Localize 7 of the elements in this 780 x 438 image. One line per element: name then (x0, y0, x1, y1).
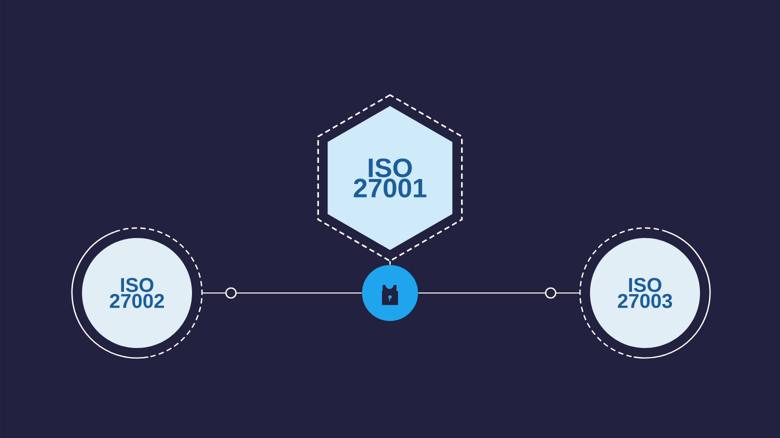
hexagon-badge: ISO 27001 (317, 94, 463, 262)
circle-badge: ISO 27003 (579, 227, 711, 359)
lock-circle (362, 265, 418, 321)
connector-line (389, 261, 391, 265)
connector-line (418, 287, 580, 299)
connector-line (202, 287, 362, 299)
circle-badge: ISO 27002 (71, 227, 203, 359)
